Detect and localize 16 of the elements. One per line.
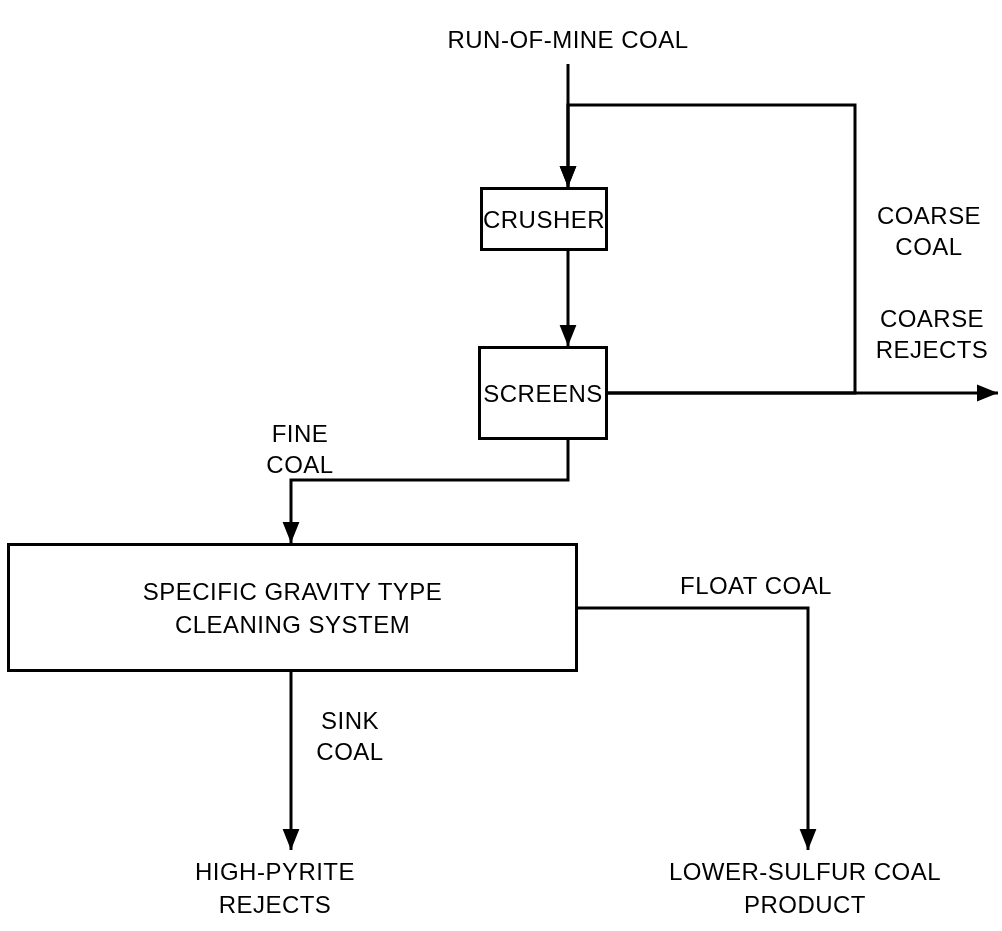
edge-label: FINE COAL (265, 419, 335, 480)
process-box: CRUSHER (480, 187, 608, 251)
edge-label: FLOAT COAL (680, 571, 833, 601)
arrow (559, 103, 857, 395)
arrow (578, 606, 817, 850)
flow-endpoint-text: LOWER-SULFUR COAL PRODUCT (640, 850, 970, 925)
arrow (559, 251, 577, 346)
arrow (282, 672, 300, 850)
flow-endpoint-text: HIGH-PYRITE REJECTS (140, 850, 410, 925)
process-box: SPECIFIC GRAVITY TYPE CLEANING SYSTEM (7, 543, 578, 672)
flow-endpoint-text: RUN-OF-MINE COAL (343, 14, 793, 64)
edge-label: COARSE REJECTS (874, 304, 990, 365)
edge-label: SINK COAL (315, 706, 385, 767)
process-box: SCREENS (478, 346, 608, 440)
edge-label: COARSE COAL (875, 201, 983, 262)
arrow (282, 440, 570, 543)
